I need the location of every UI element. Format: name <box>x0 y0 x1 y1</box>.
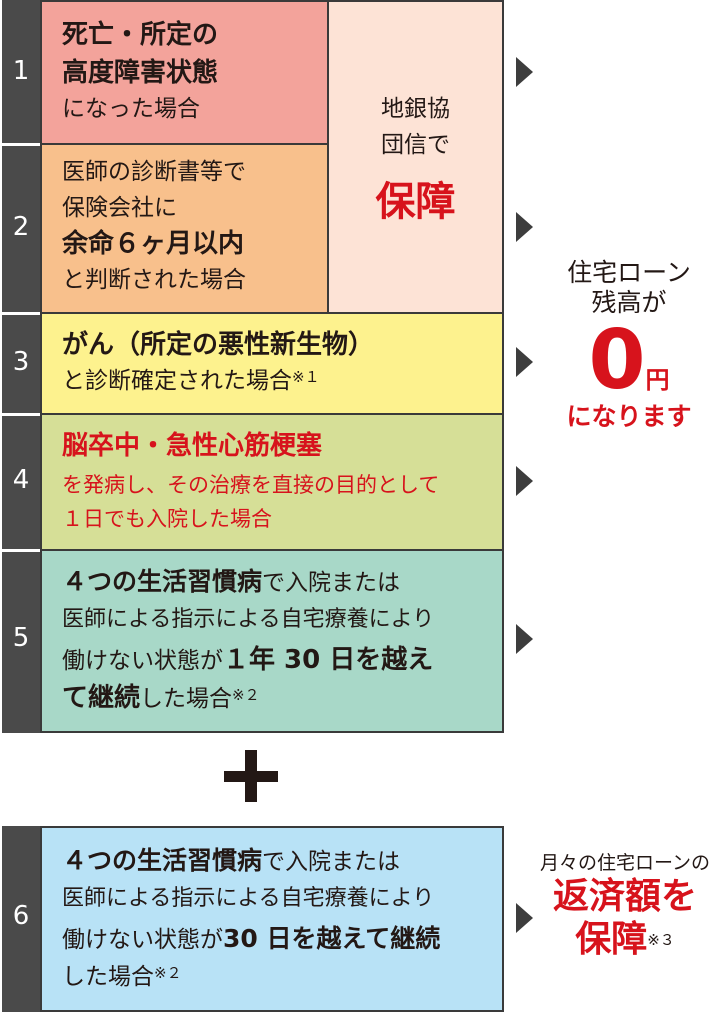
row3-line2-text: と診断確定された場合 <box>62 368 292 394</box>
triangle-right-icon <box>516 212 533 242</box>
side-box-line2: 団信で <box>381 132 450 158</box>
row1-line3: になった場合 <box>62 96 200 122</box>
side-box: 地銀協 団信で 保障 <box>327 0 504 314</box>
row4-box: 脳卒中・急性心筋梗塞 を発病し、その治療を直接の目的として １日でも入院した場合 <box>40 413 504 551</box>
row6-line3-bold: 30 日を越えて継続 <box>223 924 441 953</box>
row3-line2: と診断確定された場合※１ <box>62 368 320 396</box>
row1-line1: 死亡・所定の <box>62 20 219 50</box>
row5-box: ４つの生活習慣病で入院または 医師による指示による自宅療養により 働けない状態が… <box>40 549 504 733</box>
row3-note: ※１ <box>292 368 320 386</box>
row6-line4-text: した場合 <box>62 964 154 990</box>
row6-line1-rest: で入院または <box>262 849 401 875</box>
row6-line1-bold: ４つの生活習慣病 <box>62 846 263 875</box>
result1-line1: 住宅ローン <box>567 258 691 287</box>
row4-line1: 脳卒中・急性心筋梗塞 <box>62 431 323 461</box>
result2-line3-text: 保障 <box>575 918 648 960</box>
number-separator <box>2 549 40 552</box>
row-number-3: 3 <box>12 347 30 377</box>
result1: 住宅ローン 残高が 0円 になります <box>540 258 718 432</box>
row3-box: がん（所定の悪性新生物） と診断確定された場合※１ <box>40 312 504 415</box>
row5-line4-bold: て継続 <box>62 683 141 713</box>
row6-line1: ４つの生活習慣病で入院または <box>62 846 400 877</box>
result2: 月々の住宅ローンの 返済額を 保障※３ <box>532 852 718 961</box>
row4-line2: を発病し、その治療を直接の目的として <box>62 473 440 497</box>
row2-line1: 医師の診断書等で <box>62 159 246 185</box>
row6-line4: した場合※２ <box>62 964 182 992</box>
row2-line4: と判断された場合 <box>62 267 246 293</box>
row1-line2: 高度障害状態 <box>62 58 219 88</box>
triangle-right-icon <box>516 624 533 654</box>
number-column-bottom <box>2 826 40 1012</box>
result1-amount: 0円 <box>540 320 718 402</box>
row5-line2: 医師による指示による自宅療養により <box>62 607 435 632</box>
result2-note: ※３ <box>647 930 675 949</box>
row6-line3-a: 働けない状態が <box>62 927 223 953</box>
row6-line2: 医師による指示による自宅療養により <box>62 886 435 911</box>
triangle-right-icon <box>516 903 533 933</box>
row1-box: 死亡・所定の 高度障害状態 になった場合 <box>40 0 329 145</box>
row6-line3: 働けない状態が30 日を越えて継続 <box>62 924 440 955</box>
number-separator <box>2 413 40 416</box>
row6-note: ※２ <box>154 964 182 982</box>
number-separator <box>2 143 40 146</box>
result2-line1: 月々の住宅ローンの <box>539 852 711 874</box>
row3-line1: がん（所定の悪性新生物） <box>62 330 375 360</box>
side-box-line1: 地銀協 <box>381 96 450 122</box>
row4-line3: １日でも入院した場合 <box>62 507 272 531</box>
result1-line2: 残高が <box>591 288 667 317</box>
result1-line4: になります <box>566 402 692 431</box>
row5-line3-bold: １年 30 日を越え <box>223 645 434 675</box>
row-number-2: 2 <box>12 212 30 242</box>
triangle-right-icon <box>516 466 533 496</box>
triangle-right-icon <box>516 347 533 377</box>
row5-line1-bold: ４つの生活習慣病 <box>62 567 263 596</box>
row5-line1: ４つの生活習慣病で入院または <box>62 567 400 598</box>
row-number-5: 5 <box>12 623 30 653</box>
row5-line4-rest: した場合 <box>140 686 233 712</box>
row-number-4: 4 <box>12 465 30 495</box>
row5-line1-rest: で入院または <box>262 570 401 596</box>
result1-zero: 0 <box>588 313 646 408</box>
result1-unit: 円 <box>645 366 670 394</box>
row2-box: 医師の診断書等で 保険会社に 余命６ヶ月以内 と判断された場合 <box>40 143 329 314</box>
row5-line3: 働けない状態が１年 30 日を越え <box>62 645 433 676</box>
row-number-1: 1 <box>12 56 30 86</box>
row2-line2: 保険会社に <box>62 195 177 221</box>
row5-note: ※２ <box>232 686 260 704</box>
side-box-line3: 保障 <box>375 179 456 225</box>
result2-line2: 返済額を <box>552 875 697 917</box>
number-column-top <box>2 0 40 733</box>
row6-box: ４つの生活習慣病で入院または 医師による指示による自宅療養により 働けない状態が… <box>40 826 504 1012</box>
row2-line3: 余命６ヶ月以内 <box>62 229 245 259</box>
row-number-6: 6 <box>12 901 30 931</box>
row5-line3-a: 働けない状態が <box>62 648 223 674</box>
plus-icon-vertical <box>245 750 257 802</box>
result2-line3: 保障※３ <box>532 918 718 961</box>
row5-line4: て継続した場合※２ <box>62 683 260 714</box>
triangle-right-icon <box>516 57 533 87</box>
number-separator <box>2 312 40 315</box>
